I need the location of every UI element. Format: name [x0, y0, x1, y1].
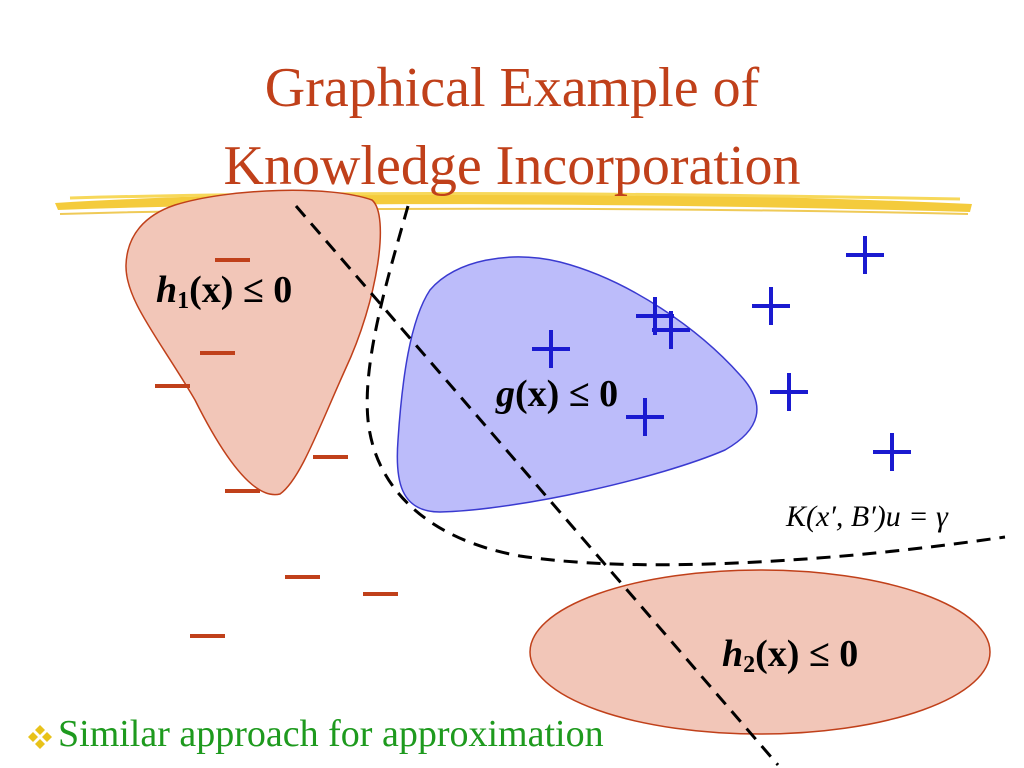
positive-point [846, 236, 884, 274]
g-arg: (x) [515, 373, 560, 415]
h2-fn: h [722, 633, 744, 675]
g-region [396, 256, 758, 513]
positive-point [652, 311, 690, 349]
title-line-2: Knowledge Incorporation [223, 135, 801, 197]
g-fn: g [496, 373, 515, 415]
positive-points [532, 236, 911, 471]
h2-arg: (x) [755, 633, 800, 675]
kernel-separator-curve [365, 205, 1006, 567]
bullet-text: Similar approach for approximation [58, 713, 604, 755]
diamond-cluster-icon [28, 725, 52, 749]
positive-point [770, 373, 808, 411]
positive-point [752, 287, 790, 325]
g-label: g(x) ≤ 0 [496, 372, 618, 416]
g-rel: ≤ 0 [568, 373, 619, 415]
h1-fn: h [156, 269, 178, 311]
linear-separator-line [294, 205, 780, 766]
h2-sub: 2 [743, 652, 756, 678]
title-line-1: Graphical Example of [264, 57, 760, 119]
positive-point [532, 330, 570, 368]
kernel-label: K(x′, B′)u = γ [786, 500, 948, 533]
h1-sub: 1 [177, 288, 190, 314]
positive-point [626, 398, 664, 436]
h2-label: h2(x) ≤ 0 [722, 632, 858, 679]
h1-region [125, 189, 382, 496]
positive-point [873, 433, 911, 471]
h1-rel: ≤ 0 [242, 269, 293, 311]
negative-points [155, 258, 398, 638]
h1-label: h1(x) ≤ 0 [156, 268, 292, 315]
h1-arg: (x) [189, 269, 234, 311]
h2-rel: ≤ 0 [808, 633, 859, 675]
